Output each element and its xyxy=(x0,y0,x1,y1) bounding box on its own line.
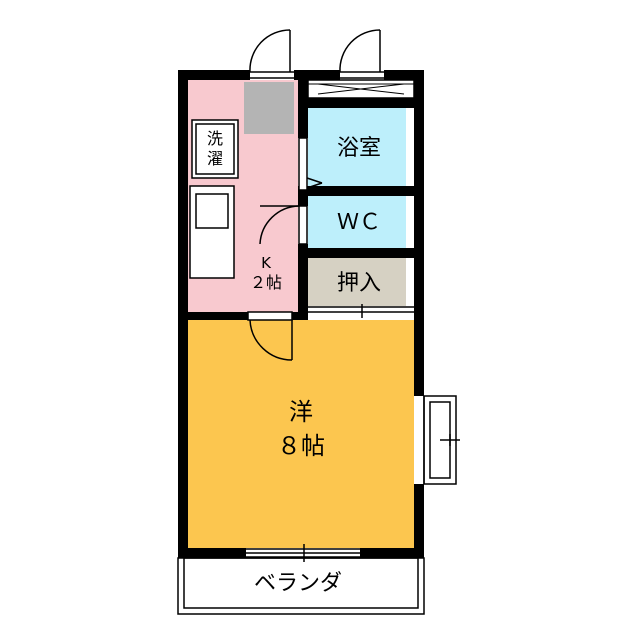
toilet-label: ＷＣ xyxy=(337,210,381,235)
fridge-space xyxy=(244,82,294,134)
kitchen-counter xyxy=(189,185,235,279)
veranda-label: ベランダ xyxy=(254,571,342,596)
bathroom-floor xyxy=(308,108,406,186)
veranda xyxy=(177,557,425,615)
kitchen-label-2: ２帖 xyxy=(250,273,282,292)
entrance-door[interactable] xyxy=(249,29,294,79)
bathroom-door[interactable] xyxy=(298,137,323,191)
western-room-label-2: ８帖 xyxy=(277,432,325,460)
storage-door[interactable] xyxy=(339,29,384,79)
western-room-label-1: 洋 xyxy=(289,398,313,426)
western-room-floor xyxy=(188,320,414,548)
laundry-space xyxy=(191,119,239,179)
bathroom-label: 浴室 xyxy=(337,136,381,161)
bay-window[interactable] xyxy=(423,395,460,485)
toilet-door[interactable] xyxy=(259,205,308,245)
laundry-label-2: 濯 xyxy=(207,149,223,168)
kitchen-label-1: K xyxy=(261,254,272,272)
interior-door[interactable] xyxy=(247,311,293,361)
closet-door[interactable] xyxy=(308,304,414,318)
toilet-floor xyxy=(308,196,406,248)
veranda-window[interactable] xyxy=(246,544,360,562)
closet-floor xyxy=(308,258,406,306)
laundry-label-1: 洗 xyxy=(207,129,223,148)
walls xyxy=(178,70,424,558)
entry-storage xyxy=(307,79,415,99)
closet-label: 押入 xyxy=(337,271,381,296)
